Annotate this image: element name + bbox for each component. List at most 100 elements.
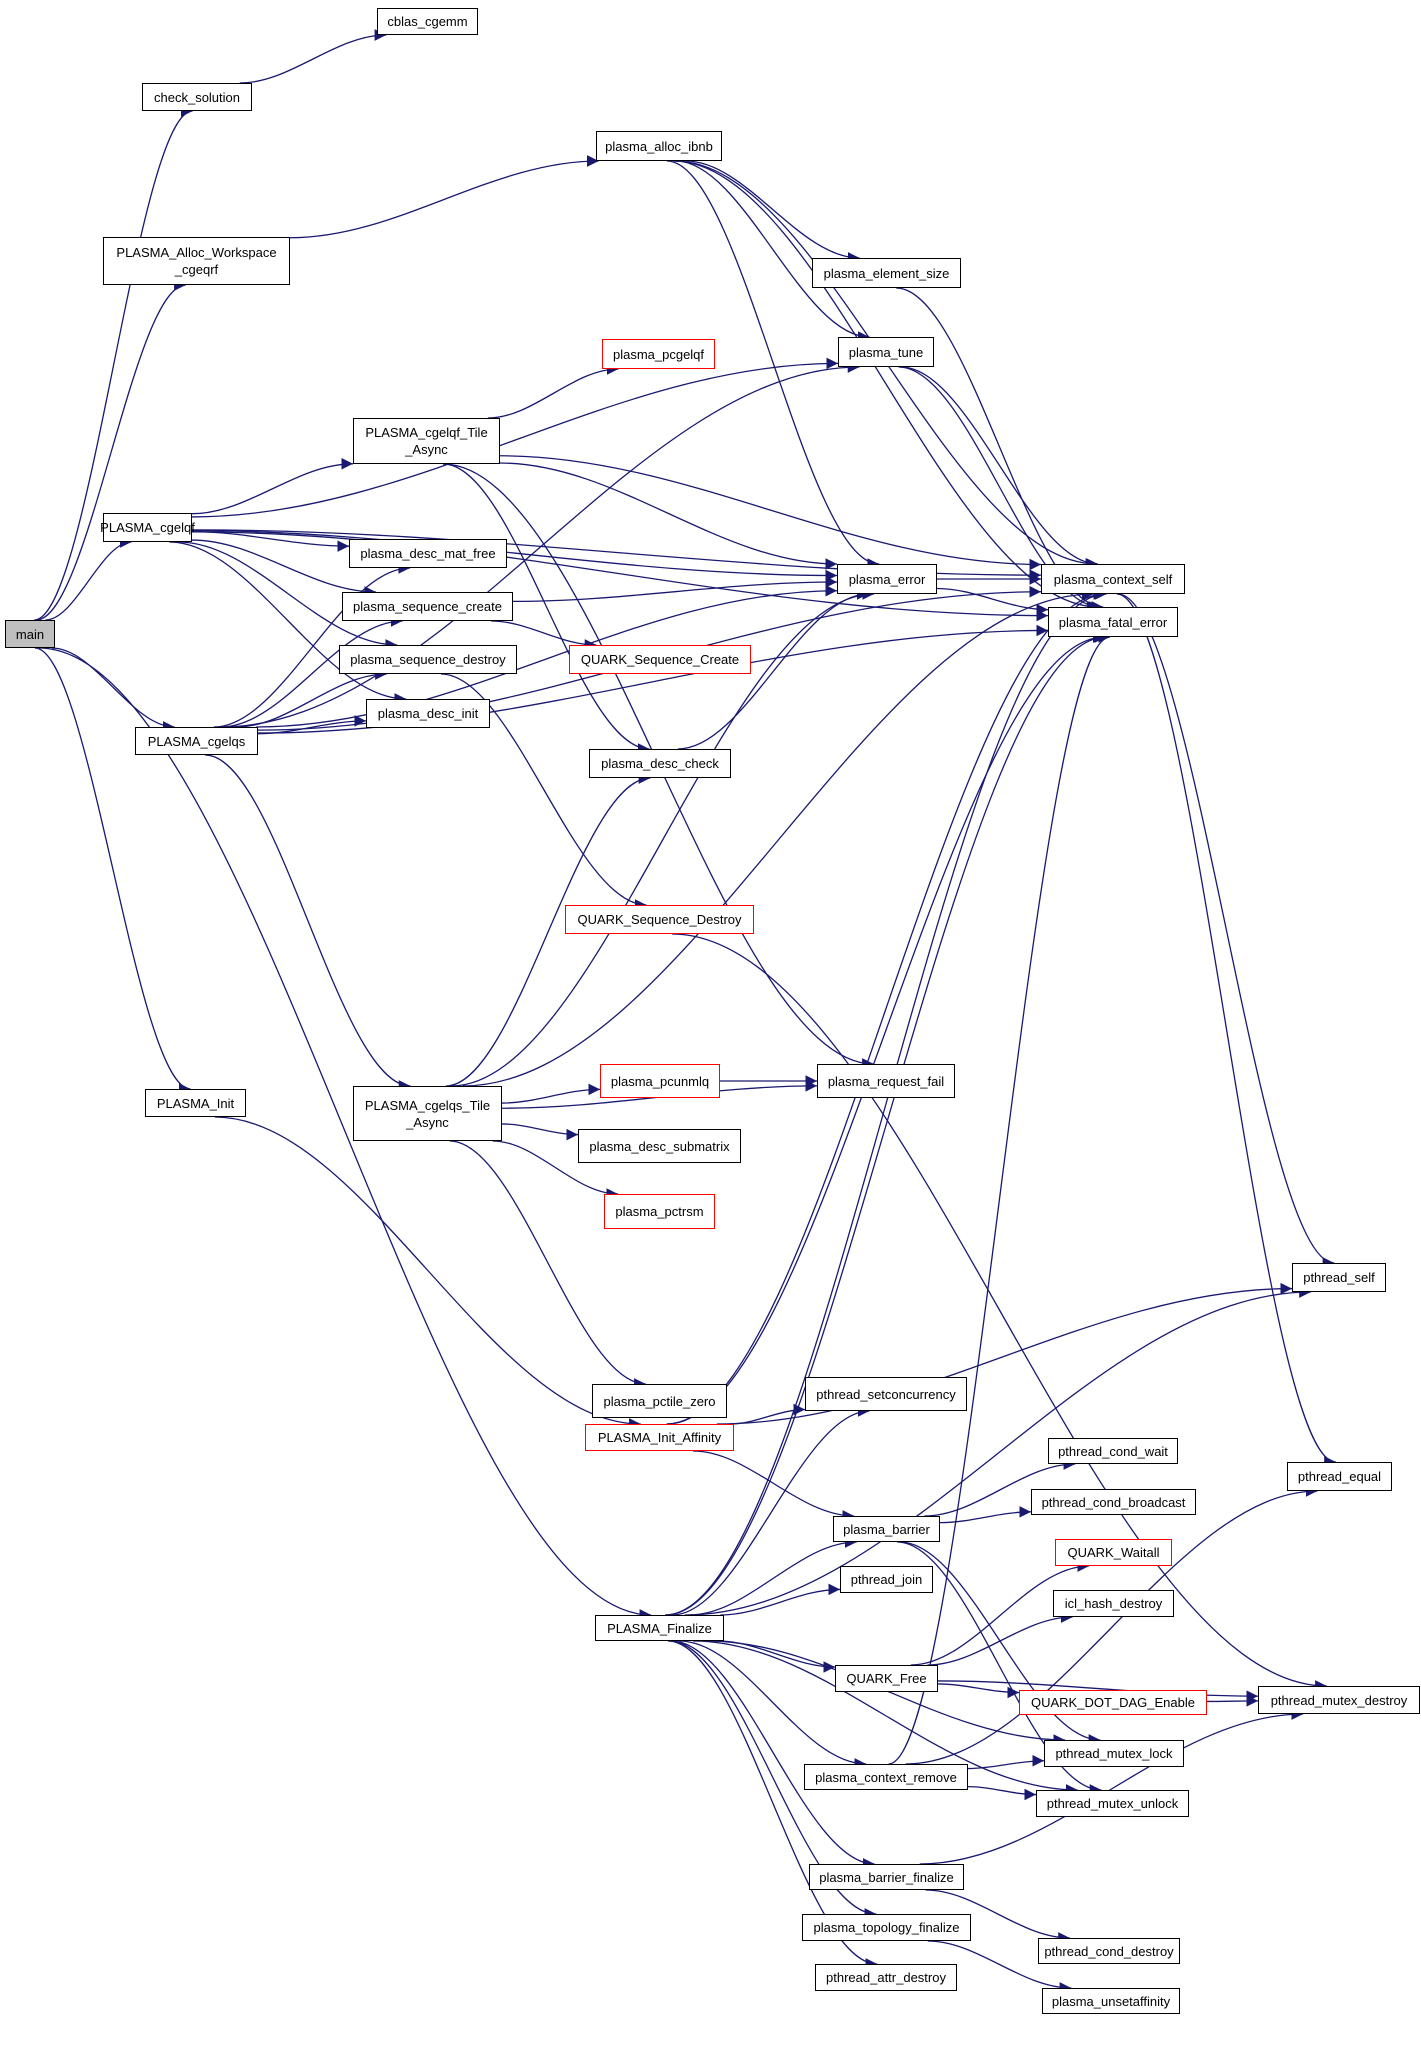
node-pthread-equal[interactable]: pthread_equal [1287,1462,1392,1491]
edge-plasma-tune-to-plasma-context-self [900,366,1099,570]
node-pthread-attr-destroy[interactable]: pthread_attr_destroy [815,1964,957,1991]
node-plasma-element-size[interactable]: plasma_element_size [812,258,961,288]
node-label: PLASMA_Init [156,1095,235,1111]
node-pthread-cond-destroy[interactable]: pthread_cond_destroy [1038,1938,1180,1964]
node-label: PLASMA_Finalize [607,1620,712,1636]
node-plasma-init-affinity[interactable]: PLASMA_Init_Affinity [585,1424,734,1451]
edge-plasma-cgelqs-to-plasma-cgelqs-tile-async [205,754,411,1092]
node-quark-sequence-create[interactable]: QUARK_Sequence_Create [569,645,751,674]
edge-plasma-alloc-workspace-cgeqrf-to-plasma-alloc-ibnb [289,155,599,239]
edge-plasma-finalize-to-plasma-barrier [689,1536,857,1616]
node-plasma-topology-finalize[interactable]: plasma_topology_finalize [802,1914,971,1941]
edge-plasma-finalize-to-pthread-setconcurrency [672,1405,870,1616]
edge-plasma-cgelqf-to-plasma-fatal-error [191,531,1049,622]
edge-plasma-cgelqf-tile-async-to-plasma-desc-check [443,463,650,755]
node-plasma-sequence-destroy[interactable]: plasma_sequence_destroy [339,645,517,674]
node-label: plasma_context_self [1053,571,1173,587]
edge-plasma-finalize-to-pthread-mutex-unlock [693,1640,1078,1796]
node-label: PLASMA_cgelqs [147,733,246,749]
node-label: icl_hash_destroy [1064,1596,1163,1611]
edge-plasma-cgelqf-tile-async-to-plasma-pcgelqf [487,363,619,419]
edge-plasma-cgelqs-tile-async-to-plasma-context-self [462,588,1094,1087]
edge-quark-sequence-destroy-to-pthread-mutex-destroy [672,933,1327,1692]
node-plasma-pctrsm[interactable]: plasma_pctrsm [604,1194,715,1229]
node-plasma-alloc-workspace-cgeqrf[interactable]: PLASMA_Alloc_Workspace _cgeqrf [103,237,290,285]
node-plasma-sequence-create[interactable]: plasma_sequence_create [342,592,513,621]
node-plasma-context-self[interactable]: plasma_context_self [1041,564,1185,594]
node-plasma-finalize[interactable]: PLASMA_Finalize [595,1615,724,1641]
edge-plasma-alloc-ibnb-to-plasma-tune [675,160,870,343]
node-label: plasma_alloc_ibnb [605,138,713,154]
node-label: plasma_tune [848,344,924,360]
edge-main-to-plasma-finalize [38,647,652,1621]
edge-plasma-cgelqf-tile-async-to-plasma-context-self [499,455,1042,571]
edge-plasma-context-remove-to-pthread-equal [905,1485,1318,1765]
node-quark-sequence-destroy[interactable]: QUARK_Sequence_Destroy [565,905,754,934]
node-label: PLASMA_cgelqs_Tile _Async [364,1097,491,1130]
edge-plasma-error-to-plasma-fatal-error [936,587,1049,616]
edge-plasma-alloc-ibnb-to-plasma-fatal-error [673,160,1099,613]
edge-plasma-cgelqs-to-plasma-error [256,584,838,728]
node-pthread-self[interactable]: pthread_self [1292,1263,1386,1292]
node-pthread-cond-wait[interactable]: pthread_cond_wait [1048,1438,1178,1464]
node-plasma-cgelqf[interactable]: PLASMA_cgelqf [100,513,195,542]
node-label: plasma_pctile_zero [603,1393,716,1409]
node-plasma-barrier[interactable]: plasma_barrier [833,1516,940,1542]
node-label: plasma_fatal_error [1058,614,1168,630]
node-cblas-cgemm[interactable]: cblas_cgemm [377,8,478,35]
edge-plasma-context-remove-to-pthread-mutex-lock [967,1754,1045,1770]
edge-plasma-cgelqs-tile-async-to-plasma-error [451,588,875,1087]
node-label: QUARK_Sequence_Create [580,652,740,667]
node-plasma-request-fail[interactable]: plasma_request_fail [817,1064,955,1098]
edge-plasma-finalize-to-plasma-context-remove [679,1640,867,1770]
node-plasma-pcgelqf[interactable]: plasma_pcgelqf [602,339,715,369]
node-pthread-mutex-lock[interactable]: pthread_mutex_lock [1044,1740,1184,1767]
node-plasma-alloc-ibnb[interactable]: plasma_alloc_ibnb [596,131,722,161]
edge-main-to-plasma-init [34,647,191,1095]
node-icl-hash-destroy[interactable]: icl_hash_destroy [1053,1590,1174,1617]
node-plasma-barrier-finalize[interactable]: plasma_barrier_finalize [809,1864,964,1890]
node-quark-free[interactable]: QUARK_Free [835,1665,938,1692]
edge-plasma-init-affinity-to-pthread-self [716,1282,1293,1425]
node-plasma-tune[interactable]: plasma_tune [838,337,934,367]
node-plasma-context-remove[interactable]: plasma_context_remove [804,1764,968,1790]
node-plasma-desc-check[interactable]: plasma_desc_check [589,749,731,778]
node-label: pthread_mutex_lock [1055,1746,1173,1761]
node-plasma-error[interactable]: plasma_error [837,564,937,594]
node-label: PLASMA_Init_Affinity [597,1430,722,1445]
node-label: cblas_cgemm [387,14,468,29]
node-pthread-mutex-unlock[interactable]: pthread_mutex_unlock [1036,1790,1189,1817]
edge-plasma-sequence-create-to-quark-sequence-create [491,620,597,651]
node-pthread-setconcurrency[interactable]: pthread_setconcurrency [805,1377,967,1411]
node-quark-waitall[interactable]: QUARK_Waitall [1055,1539,1172,1566]
node-label: pthread_self [1303,1270,1375,1285]
node-pthread-cond-broadcast[interactable]: pthread_cond_broadcast [1031,1489,1196,1515]
node-label: QUARK_Free [846,1671,927,1686]
node-pthread-join[interactable]: pthread_join [840,1566,933,1593]
node-plasma-pctile-zero[interactable]: plasma_pctile_zero [592,1384,727,1418]
node-pthread-mutex-destroy[interactable]: pthread_mutex_destroy [1258,1686,1420,1714]
node-label: PLASMA_Alloc_Workspace _cgeqrf [116,245,277,277]
node-label: QUARK_Sequence_Destroy [577,912,742,927]
node-label: QUARK_DOT_DAG_Enable [1030,1695,1195,1710]
node-label: plasma_pctrsm [615,1204,704,1219]
node-plasma-desc-mat-free[interactable]: plasma_desc_mat_free [349,539,507,568]
node-label: pthread_setconcurrency [816,1386,956,1402]
edge-plasma-topology-finalize-to-plasma-unsetaffinity [927,1940,1072,1994]
node-plasma-init[interactable]: PLASMA_Init [145,1089,246,1117]
node-plasma-cgelqs[interactable]: PLASMA_cgelqs [135,727,258,755]
node-label: plasma_desc_init [377,706,479,721]
node-plasma-desc-init[interactable]: plasma_desc_init [366,699,490,728]
node-label: PLASMA_cgelqf_Tile _Async [365,425,488,457]
edge-plasma-alloc-ibnb-to-plasma-error [666,160,880,570]
node-plasma-desc-submatrix[interactable]: plasma_desc_submatrix [578,1129,741,1163]
edge-plasma-cgelqs-tile-async-to-plasma-desc-submatrix [501,1123,579,1141]
node-plasma-pcunmlq[interactable]: plasma_pcunmlq [600,1064,720,1098]
node-quark-dot-dag-enable[interactable]: QUARK_DOT_DAG_Enable [1019,1690,1207,1715]
node-plasma-fatal-error[interactable]: plasma_fatal_error [1048,607,1178,637]
node-check-solution[interactable]: check_solution [142,83,252,111]
node-plasma-cgelqs-tile-async[interactable]: PLASMA_cgelqs_Tile _Async [353,1086,502,1141]
node-plasma-unsetaffinity[interactable]: plasma_unsetaffinity [1042,1988,1180,2014]
node-label: pthread_cond_destroy [1044,1943,1174,1959]
node-plasma-cgelqf-tile-async[interactable]: PLASMA_cgelqf_Tile _Async [353,418,500,464]
